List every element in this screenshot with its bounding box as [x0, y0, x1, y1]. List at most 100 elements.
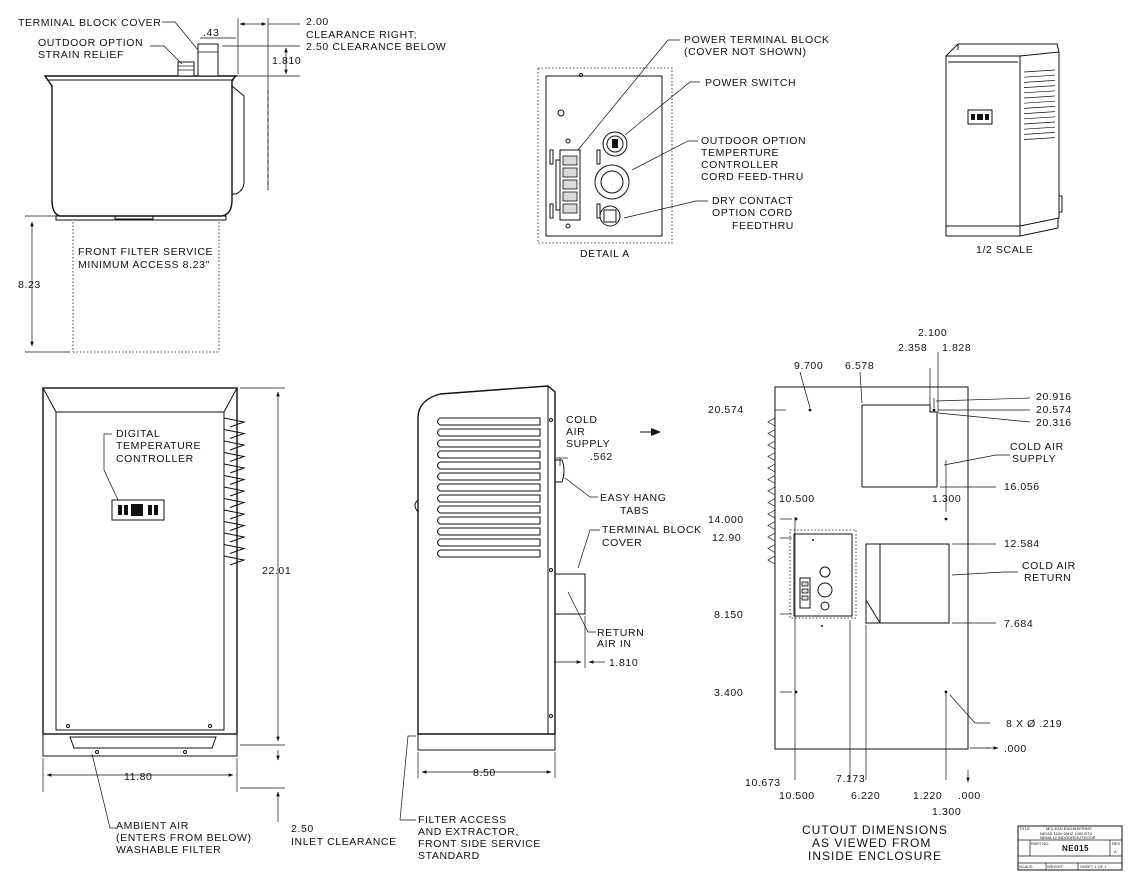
- controller-label-a: CONTROLLER: [701, 159, 779, 171]
- side-louver: [437, 527, 541, 536]
- front-fin: [223, 544, 246, 554]
- power-terminal-label: POWER TERMINAL BLOCK: [684, 34, 830, 46]
- dim-000-right: .000: [1004, 743, 1027, 755]
- iso-louver: [1023, 111, 1056, 114]
- side-louver: [437, 538, 541, 547]
- sheet-label: SHEET 1 OF 1: [1080, 864, 1107, 869]
- part-number: NE015: [1062, 844, 1089, 853]
- side-louver: [437, 450, 541, 459]
- title-line-1: NE015 115V 60HZ 1000 BTU: [1040, 831, 1093, 836]
- iso-louver: [1023, 126, 1056, 130]
- inlet-clearance-label: INLET CLEARANCE: [291, 836, 397, 848]
- cutout-fin: [767, 429, 776, 438]
- cutout-fin: [767, 498, 776, 507]
- filter-access-label: FILTER ACCESS: [418, 814, 507, 826]
- side-louver: [437, 439, 541, 448]
- cold-air-return-label: COLD AIR: [1022, 560, 1076, 572]
- washable-filter-label: WASHABLE FILTER: [116, 844, 221, 856]
- rev-label: REV: [1112, 841, 1121, 846]
- cold-air-supply-label: COLD AIR: [1010, 441, 1064, 453]
- cutout-fin: [767, 440, 776, 450]
- cover-label: COVER: [602, 537, 642, 549]
- iso-louver: [1023, 106, 1056, 109]
- standard-label: STANDARD: [418, 850, 480, 862]
- controller-label: CONTROLLER: [116, 453, 194, 465]
- dim-20916: 20.916: [1036, 391, 1072, 403]
- power-switch-label: POWER SWITCH: [705, 77, 796, 89]
- cutout-caption-1: CUTOUT DIMENSIONS: [802, 823, 948, 837]
- dim-20574-right: 20.574: [1036, 404, 1072, 416]
- rev-value: A: [1114, 849, 1117, 854]
- dim-2100: 2.100: [918, 327, 947, 339]
- dim-1810-side: 1.810: [609, 657, 638, 669]
- dim-1300-b: 1.300: [932, 806, 961, 818]
- outdoor-option-label: OUTDOOR OPTION: [38, 37, 143, 49]
- front-fin: [223, 429, 246, 439]
- air-label: AIR: [566, 426, 585, 438]
- option-cord-label: OPTION CORD: [712, 207, 793, 219]
- dim-9700: 9.700: [794, 360, 823, 372]
- holes-callout: 8 X Ø .219: [1006, 718, 1062, 730]
- cutout-fin: [767, 463, 776, 473]
- cord-feed-thru-label: CORD FEED-THRU: [701, 171, 804, 183]
- iso-louver: [1023, 90, 1056, 94]
- front-fin: [223, 417, 246, 428]
- side-louver: [437, 549, 541, 558]
- cutout-fin: [767, 509, 776, 519]
- terminal-block-cover-label: TERMINAL BLOCK COVER: [18, 17, 161, 29]
- cold-label: COLD: [566, 414, 598, 426]
- extractor-label: AND EXTRACTOR,: [418, 826, 519, 838]
- title-block: TITLE MCLEAN ENGINEERING NE015 115V 60HZ…: [1017, 825, 1123, 871]
- iso-louver: [1023, 69, 1056, 73]
- iso-louver: [1023, 85, 1056, 88]
- cutout-fin: [767, 544, 776, 553]
- cutout-view: 2.100 2.358 1.828 9.700 6.578 20.574 20.…: [708, 327, 1076, 863]
- dim-1300-a: 1.300: [932, 493, 961, 505]
- part-no-label: PART NO.: [1031, 841, 1049, 846]
- cutout-caption-2: AS VIEWED FROM: [812, 836, 931, 850]
- front-fin: [223, 452, 246, 462]
- weight-label: WEIGHT:: [1047, 864, 1064, 869]
- filter-access-label: MINIMUM ACCESS 8.23": [78, 259, 210, 271]
- dim-200: 2.00: [306, 16, 329, 28]
- temperature-label: TEMPERATURE: [116, 440, 201, 452]
- outdoor-option-label-a: OUTDOOR OPTION: [701, 135, 806, 147]
- easy-hang-label: EASY HANG: [600, 492, 666, 504]
- cutout-fin: [767, 417, 776, 427]
- dim-10500-a: 10.500: [779, 493, 815, 505]
- strain-relief-label: STRAIN RELIEF: [38, 49, 124, 61]
- iso-scale-caption: 1/2 SCALE: [976, 244, 1033, 256]
- side-louver: [437, 417, 541, 426]
- front-fin: [223, 440, 246, 451]
- dim-10500-b: 10.500: [779, 790, 815, 802]
- feedthru-label: FEEDTHRU: [732, 220, 794, 232]
- front-fin: [223, 509, 246, 520]
- detail-a: POWER TERMINAL BLOCK (COVER NOT SHOWN) P…: [537, 34, 830, 260]
- front-fin: [223, 475, 246, 485]
- iso-louver: [1023, 121, 1056, 125]
- dim-850: 8.50: [473, 767, 496, 779]
- terminal-block-label: TERMINAL BLOCK: [602, 524, 702, 536]
- front-fin: [223, 486, 246, 497]
- dim-000-bottom: .000: [958, 790, 981, 802]
- front-fin: [223, 532, 246, 543]
- tabs-label: TABS: [620, 505, 649, 517]
- cutout-caption-3: INSIDE ENCLOSURE: [808, 849, 942, 863]
- return-label: RETURN: [597, 627, 644, 639]
- dim-1220: 1.220: [913, 790, 942, 802]
- cutout-fin: [767, 486, 776, 496]
- dim-7684: 7.684: [1004, 618, 1033, 630]
- supply-label-cutout: SUPPLY: [1012, 453, 1056, 465]
- side-view: COLD AIR SUPPLY .562 EASY HANG TABS TERM…: [399, 385, 702, 862]
- side-louver: [437, 505, 541, 514]
- cover-not-shown-label: (COVER NOT SHOWN): [684, 46, 807, 58]
- front-side-service-label: FRONT SIDE SERVICE: [418, 838, 541, 850]
- temperture-label: TEMPERTURE: [701, 147, 779, 159]
- cutout-fin: [767, 452, 776, 461]
- dim-2358: 2.358: [898, 342, 927, 354]
- dim-823: 8.23: [18, 279, 41, 291]
- ambient-air-label: AMBIENT AIR: [116, 820, 189, 832]
- dim-1290: 12.90: [712, 532, 741, 544]
- dim-12584: 12.584: [1004, 538, 1040, 550]
- dim-8150: 8.150: [714, 609, 743, 621]
